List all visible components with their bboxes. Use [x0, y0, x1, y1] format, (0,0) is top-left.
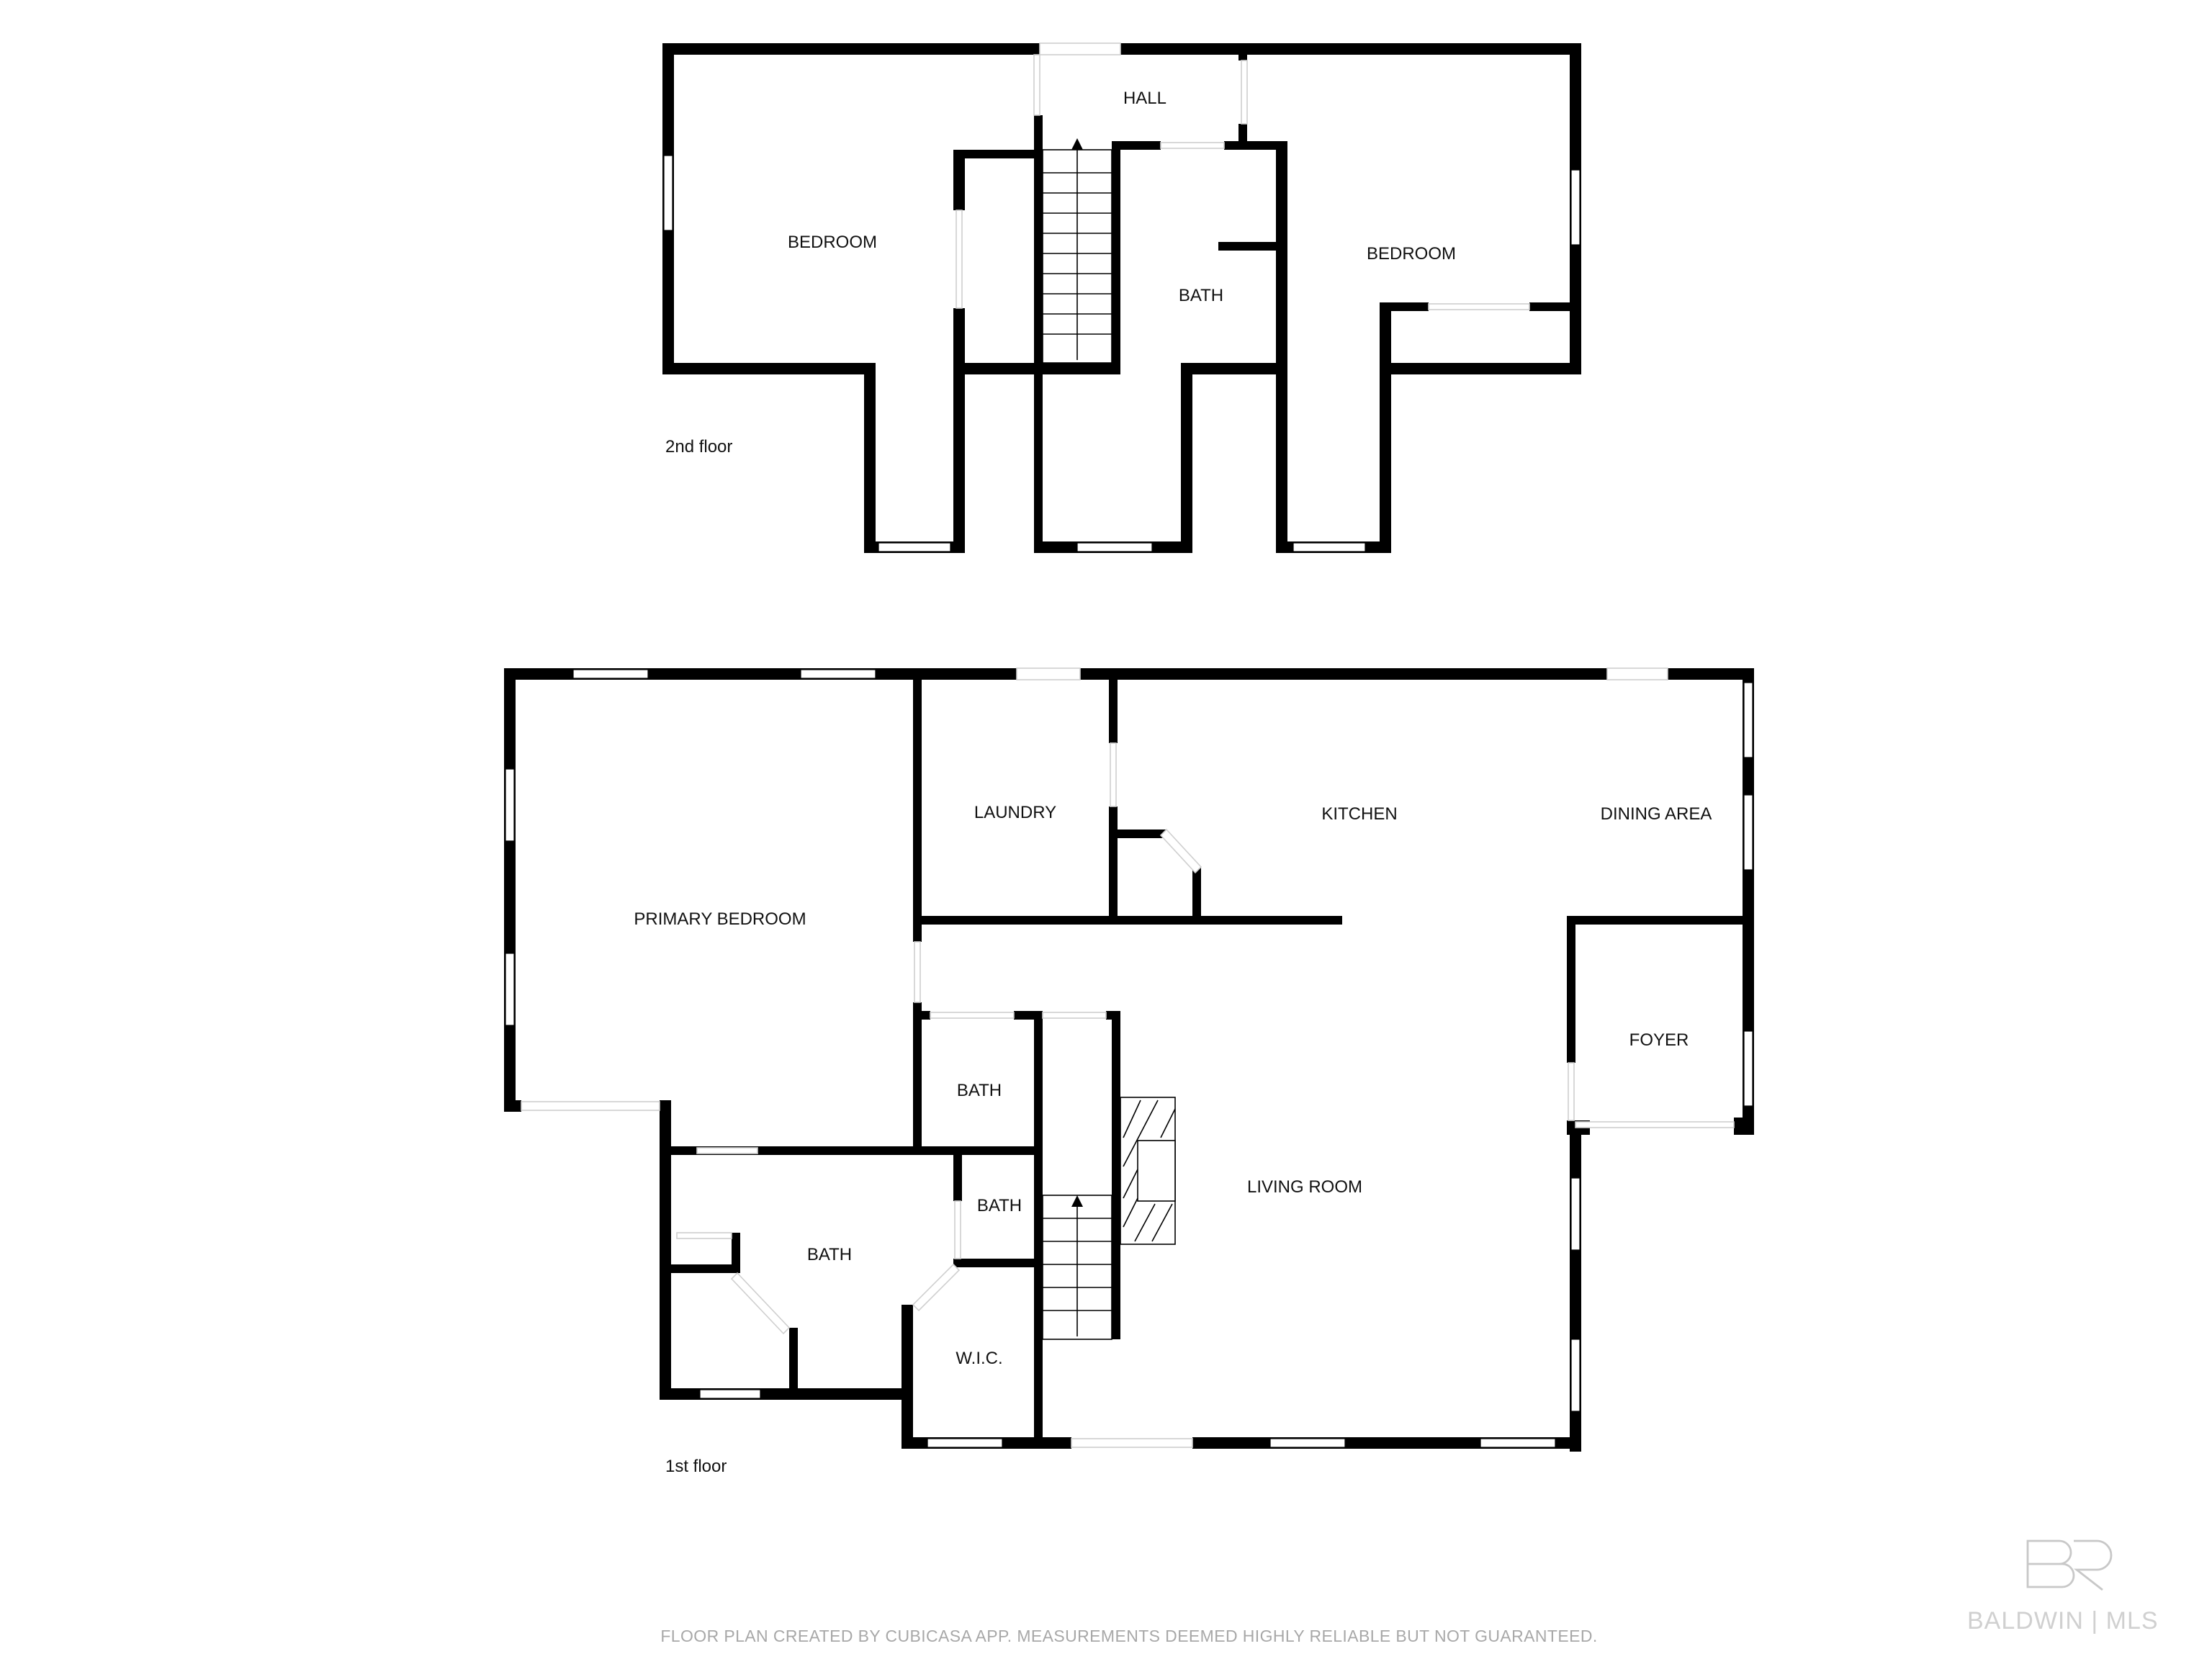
floor-label-2nd: 2nd floor	[665, 437, 732, 457]
floor-label-1st: 1st floor	[665, 1457, 727, 1476]
room-label-bath-upper: BATH	[1179, 286, 1223, 305]
staircase-2nd	[1042, 138, 1112, 364]
room-label-foyer: FOYER	[1629, 1030, 1689, 1050]
room-label-bath-hall: BATH	[957, 1081, 1002, 1100]
stair-arrow-icon	[1071, 1195, 1083, 1207]
room-label-primary-bedroom: PRIMARY BEDROOM	[634, 909, 806, 929]
first-floor-plan: PRIMARY BEDROOM LAUNDRY KITCHEN DINING A…	[504, 667, 1754, 1476]
baldwin-mls-logo: BALDWIN | MLS	[1967, 1539, 2159, 1635]
footer-disclaimer: FLOOR PLAN CREATED BY CUBICASA APP. MEAS…	[660, 1627, 1597, 1645]
room-label-bedroom-east: BEDROOM	[1367, 244, 1456, 264]
second-floor-plan: BEDROOM HALL BATH BEDROOM 2nd floor	[662, 42, 1581, 553]
br-logo-icon	[2026, 1539, 2113, 1591]
room-label-dining-area: DINING AREA	[1601, 804, 1712, 824]
room-label-bath-small: BATH	[977, 1196, 1022, 1215]
room-label-kitchen: KITCHEN	[1321, 804, 1397, 824]
room-label-laundry: LAUNDRY	[974, 803, 1056, 822]
fireplace-icon	[1120, 1097, 1176, 1245]
room-label-living-room: LIVING ROOM	[1247, 1177, 1362, 1197]
stair-arrow-icon	[1071, 138, 1083, 150]
room-label-hall: HALL	[1123, 89, 1166, 108]
room-label-bedroom-west: BEDROOM	[788, 233, 877, 252]
logo-text: BALDWIN | MLS	[1967, 1607, 2159, 1635]
room-label-wic: W.I.C.	[956, 1349, 1002, 1368]
staircase-1st	[1042, 1195, 1112, 1340]
room-label-bath-primary: BATH	[807, 1245, 852, 1264]
